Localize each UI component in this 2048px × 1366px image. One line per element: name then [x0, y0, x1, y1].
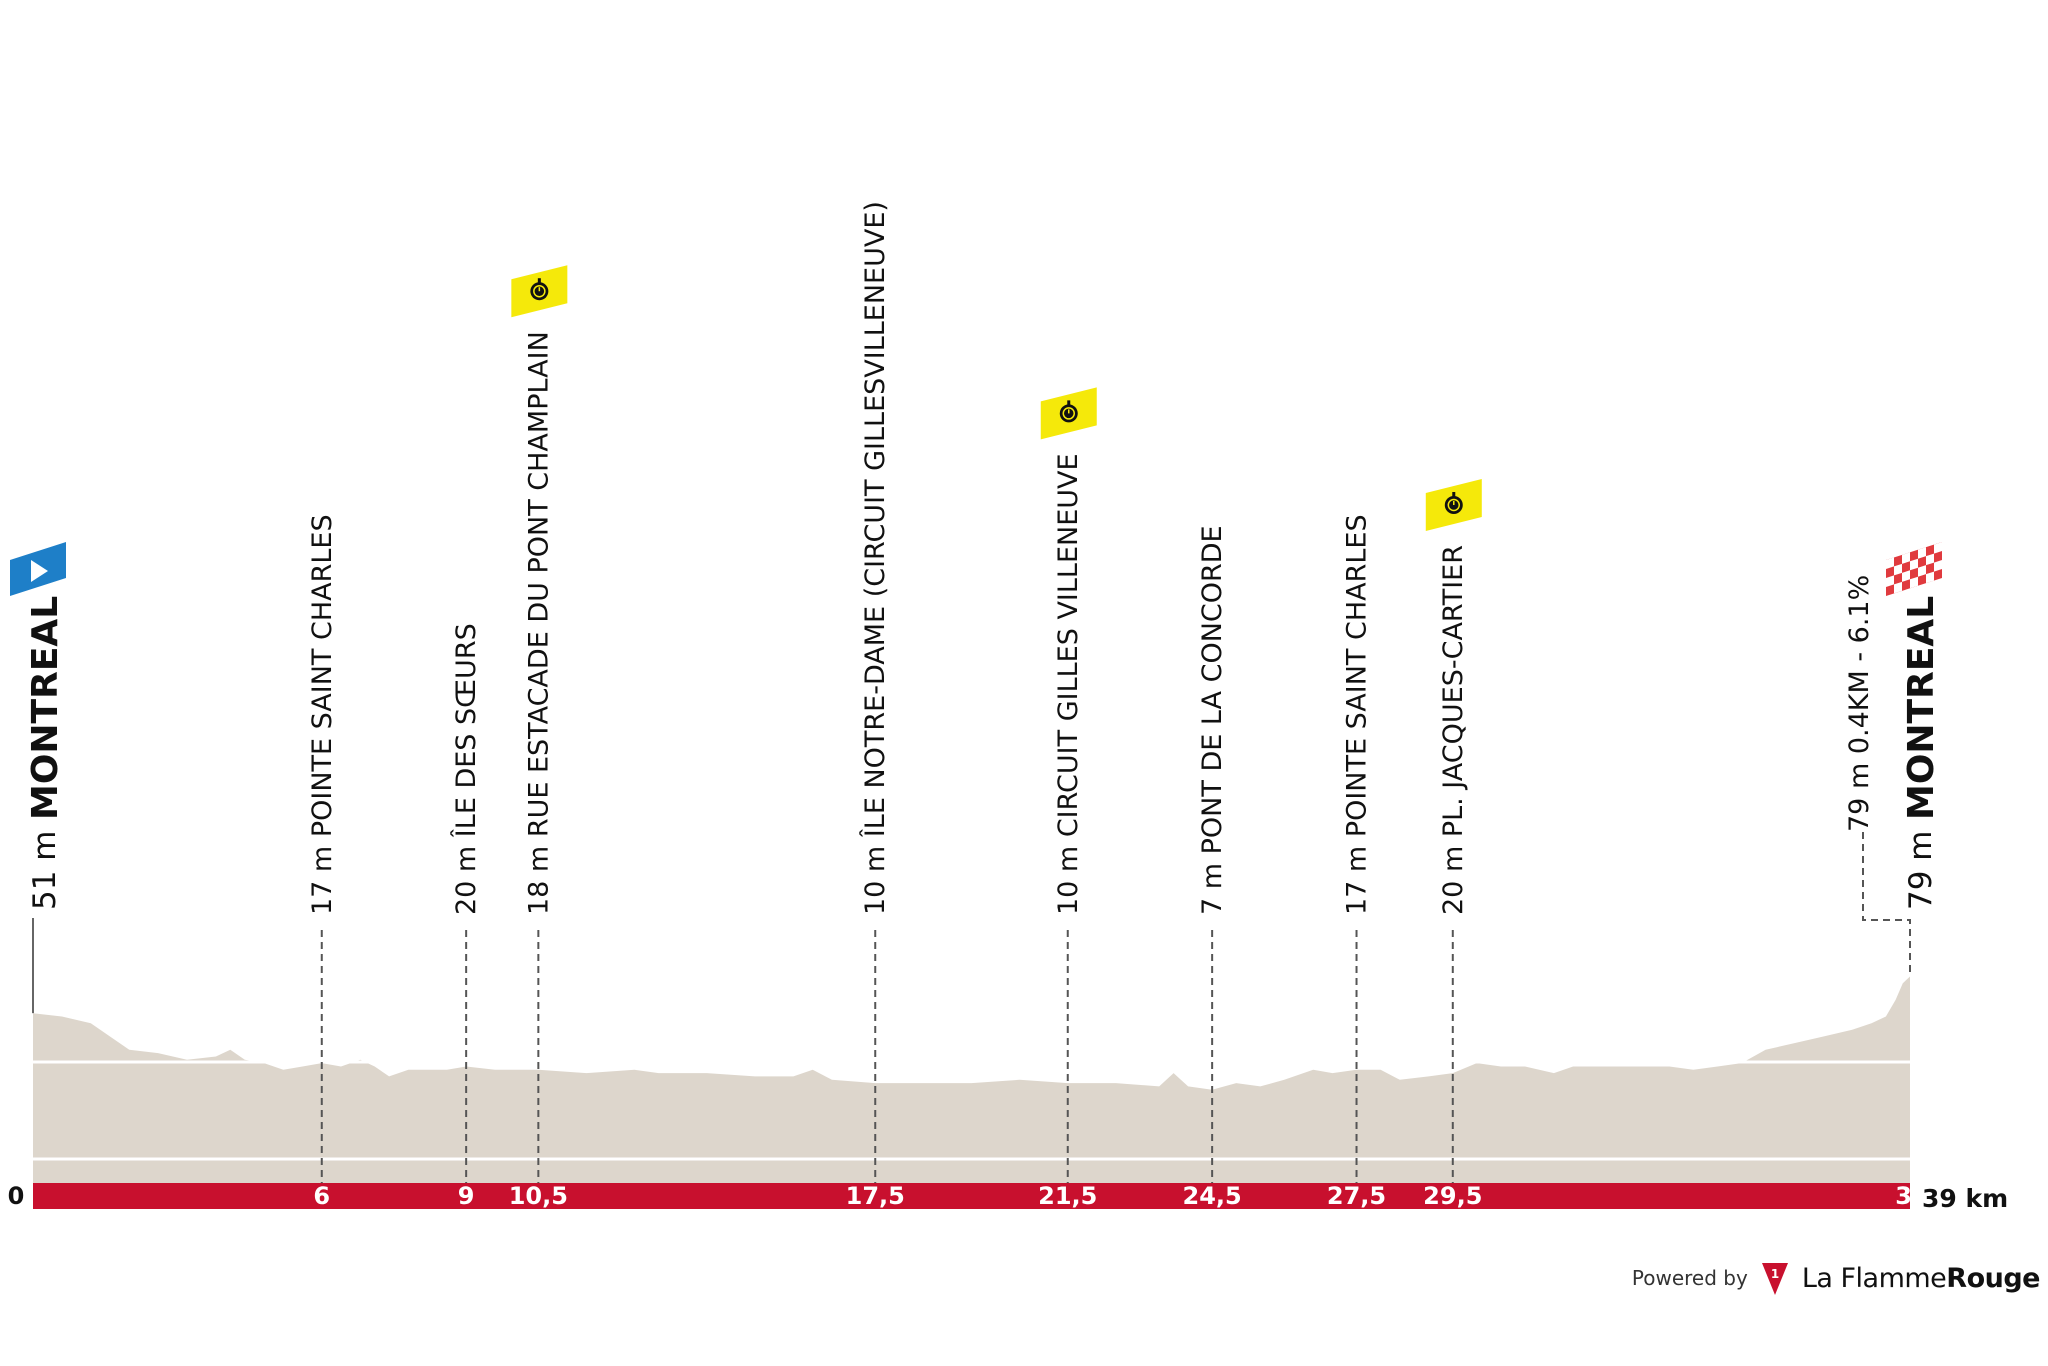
- waypoint-label: 10 m CIRCUIT GILLES VILLENEUVE: [1053, 453, 1084, 915]
- brand-name-bold: Rouge: [1946, 1262, 2040, 1294]
- finish-town-name: MONTREAL: [1901, 596, 1942, 820]
- waypoint-label: 20 m ÎLE DES SŒURS: [450, 623, 482, 915]
- waypoint-label: 18 m RUE ESTACADE DU PONT CHAMPLAIN: [523, 331, 554, 915]
- waypoint-label: 17 m POINTE SAINT CHARLES: [307, 514, 338, 915]
- axis-end-label: 39 km: [1922, 1184, 2008, 1213]
- distance-tick-label: 9: [458, 1182, 475, 1210]
- intermediate-time-flag-icon: [1040, 387, 1097, 440]
- distance-tick-label: 0: [8, 1182, 25, 1210]
- svg-text:1: 1: [1771, 1267, 1779, 1281]
- finish-climb-leader-line: [1862, 832, 1911, 977]
- distance-tick-label: 17,5: [846, 1182, 905, 1210]
- start-flag-icon: [10, 542, 66, 596]
- finish-elevation: 79 m: [1903, 831, 1939, 911]
- finish-flag-icon: [1886, 542, 1942, 596]
- powered-by-label: Powered by: [1631, 1266, 1748, 1290]
- elevation-profile-area: [33, 976, 1910, 1183]
- distance-tick-label: 27,5: [1327, 1182, 1386, 1210]
- brand-name: La FlammeRouge: [1801, 1262, 2041, 1294]
- distance-tick-label: 21,5: [1038, 1182, 1097, 1210]
- distance-tick-label: 6: [313, 1182, 330, 1210]
- intermediate-time-flag-icon: [511, 265, 568, 318]
- distance-tick-label: 10,5: [509, 1182, 568, 1210]
- distance-ticks: 0 6 9 10,5 17,5 21,5 24,5 27,5 29,5 3: [8, 1182, 1912, 1210]
- distance-axis-bar: [33, 1183, 1910, 1209]
- distance-tick-label: 24,5: [1183, 1182, 1242, 1210]
- waypoint-label: 7 m PONT DE LA CONCORDE: [1197, 525, 1228, 915]
- distance-tick-label: 3: [1895, 1182, 1912, 1210]
- finish-climb-label: 79 m 0.4KM - 6.1%: [1844, 575, 1875, 832]
- brand-name-light: La Flamme: [1801, 1262, 1947, 1294]
- intermediate-time-flag-icon: [1425, 479, 1482, 531]
- waypoint-label: 17 m POINTE SAINT CHARLES: [1342, 514, 1373, 915]
- waypoint-label: 20 m PL. JACQUES-CARTIER: [1438, 545, 1469, 915]
- start-town-name: MONTREAL: [25, 596, 66, 820]
- waypoint-label: 10 m ÎLE NOTRE-DAME (CIRCUIT GILLESVILLE…: [859, 201, 891, 915]
- start-elevation: 51 m: [27, 831, 63, 911]
- distance-tick-label: 29,5: [1423, 1182, 1482, 1210]
- la-flamme-rouge-logo-icon: 1: [1761, 1263, 1788, 1295]
- waypoints: 17 m POINTE SAINT CHARLES 20 m ÎLE DES SŒ…: [307, 201, 1482, 1183]
- credit: Powered by 1 La FlammeRouge: [1632, 1256, 2040, 1300]
